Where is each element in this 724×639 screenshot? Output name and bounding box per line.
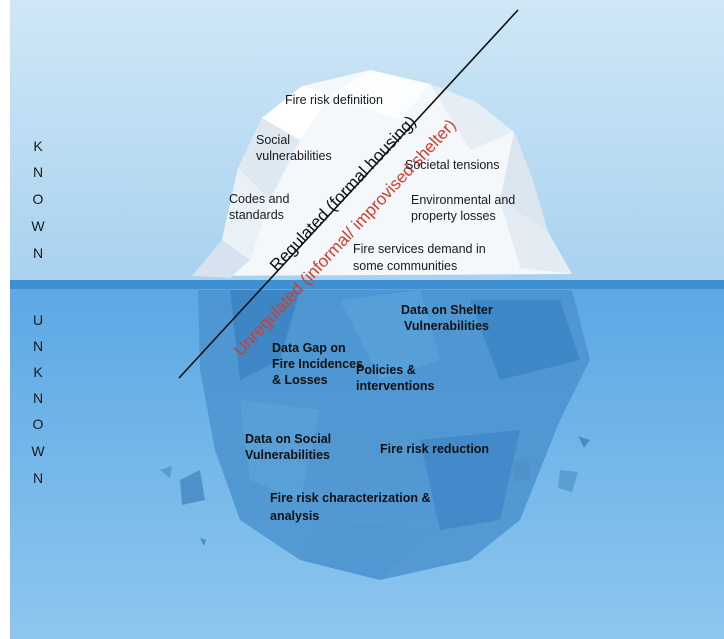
codes-standards-label-line2: standards <box>229 208 284 222</box>
fire-risk-definition-label: Fire risk definition <box>285 93 383 107</box>
societal-tensions-label: Societal tensions <box>405 158 500 172</box>
unknown-letter: N <box>32 338 44 354</box>
data-gap-label-line2: Fire Incidences <box>272 357 364 371</box>
unknown-letter: O <box>32 416 44 432</box>
shelter-data-label-line2: Vulnerabilities <box>404 319 489 333</box>
data-gap-label-line1: Data Gap on <box>272 341 346 355</box>
policies-label-line1: Policies & <box>356 363 416 377</box>
unknown-letter: K <box>33 364 43 380</box>
data-gap-label-line3: & Losses <box>272 373 328 387</box>
unknown-letter: W <box>31 443 45 459</box>
iceberg-submerged <box>160 290 590 580</box>
codes-standards-label-line1: Codes and <box>229 192 290 206</box>
unknown-letter: N <box>32 470 44 486</box>
fire-services-demand-label-line1: Fire services demand in <box>353 242 486 256</box>
shelter-data-label-line1: Data on Shelter <box>401 303 493 317</box>
waterline <box>10 280 724 289</box>
social-data-label-line2: Vulnerabilities <box>245 448 330 462</box>
social-vulnerabilities-label-line2: vulnerabilities <box>256 149 332 163</box>
social-data-label-line1: Data on Social <box>245 432 332 446</box>
social-vulnerabilities-label-line1: Social <box>256 133 291 147</box>
environmental-losses-label-line1: Environmental and <box>411 193 516 207</box>
known-letter: N <box>32 164 44 180</box>
unknown-letter: N <box>32 390 44 406</box>
environmental-losses-label-line2: property losses <box>411 209 496 223</box>
regulation-divider-line <box>178 9 519 379</box>
unknown-letter: U <box>32 312 44 328</box>
characterization-label-line2: analysis <box>270 509 320 523</box>
policies-label-line2: interventions <box>356 379 435 393</box>
known-letter: W <box>31 218 45 234</box>
known-letter: O <box>32 191 44 207</box>
known-letter: N <box>32 245 44 261</box>
characterization-label-line1: Fire risk characterization & <box>270 491 431 505</box>
fire-risk-reduction-label: Fire risk reduction <box>380 442 490 456</box>
known-letter: K <box>33 138 43 154</box>
iceberg-tip <box>192 70 572 278</box>
fire-services-demand-label-line2: some communities <box>353 259 458 273</box>
